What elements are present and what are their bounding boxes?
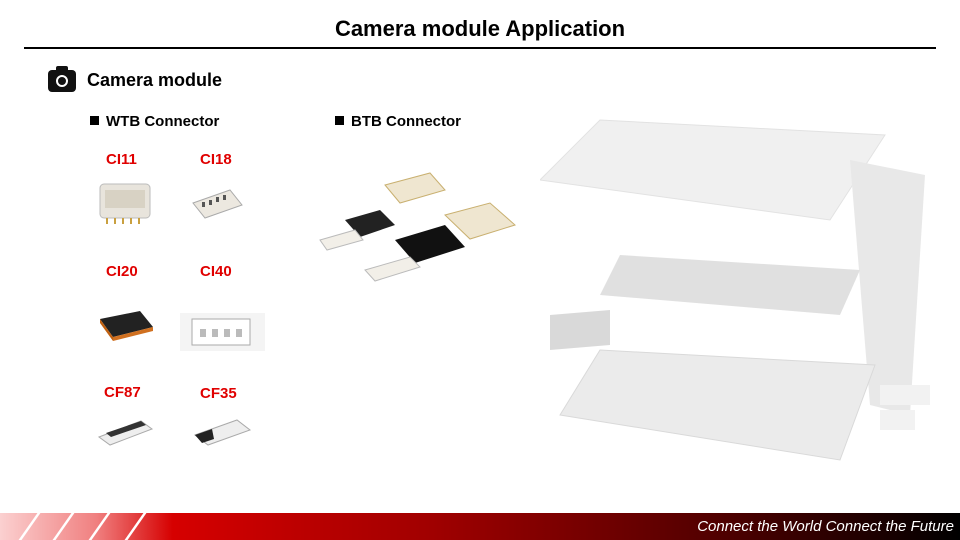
ci20-connector-image bbox=[100, 311, 153, 341]
decorative-stripe bbox=[52, 513, 75, 540]
bullet-icon bbox=[335, 116, 344, 125]
decorative-stripe bbox=[124, 513, 147, 540]
footer-tagline: Connect the World Connect the Future bbox=[697, 518, 954, 535]
ci18-connector-image bbox=[192, 189, 243, 219]
section-heading: Camera module bbox=[87, 70, 223, 90]
part-label: CI11 bbox=[106, 151, 137, 168]
wtb-heading: WTB Connector bbox=[90, 113, 219, 130]
part-label: CI20 bbox=[106, 263, 138, 280]
title-divider bbox=[24, 47, 936, 49]
btb-label: BTB Connector bbox=[351, 113, 461, 130]
part-label: CI40 bbox=[200, 263, 232, 280]
camera-icon bbox=[48, 66, 76, 92]
cf35-connector-image bbox=[193, 419, 252, 446]
bullet-icon bbox=[90, 116, 99, 125]
ci11-connector-image bbox=[99, 183, 151, 224]
cf87-connector-image bbox=[97, 420, 154, 446]
btb-heading: BTB Connector bbox=[335, 113, 461, 130]
btb-connectors-image bbox=[319, 172, 516, 282]
part-label: CF87 bbox=[104, 384, 141, 401]
part-label: CF35 bbox=[200, 385, 237, 402]
decorative-stripe bbox=[88, 513, 111, 540]
ci40-connector-image bbox=[180, 313, 265, 351]
footer-banner: Connect the World Connect the Future bbox=[0, 513, 960, 540]
part-label: CI18 bbox=[200, 151, 232, 168]
wtb-label: WTB Connector bbox=[106, 113, 220, 130]
decorative-stripe bbox=[18, 513, 41, 540]
slide-title: Camera module Application bbox=[334, 16, 626, 41]
laptop-exploded-view-image bbox=[540, 119, 930, 461]
